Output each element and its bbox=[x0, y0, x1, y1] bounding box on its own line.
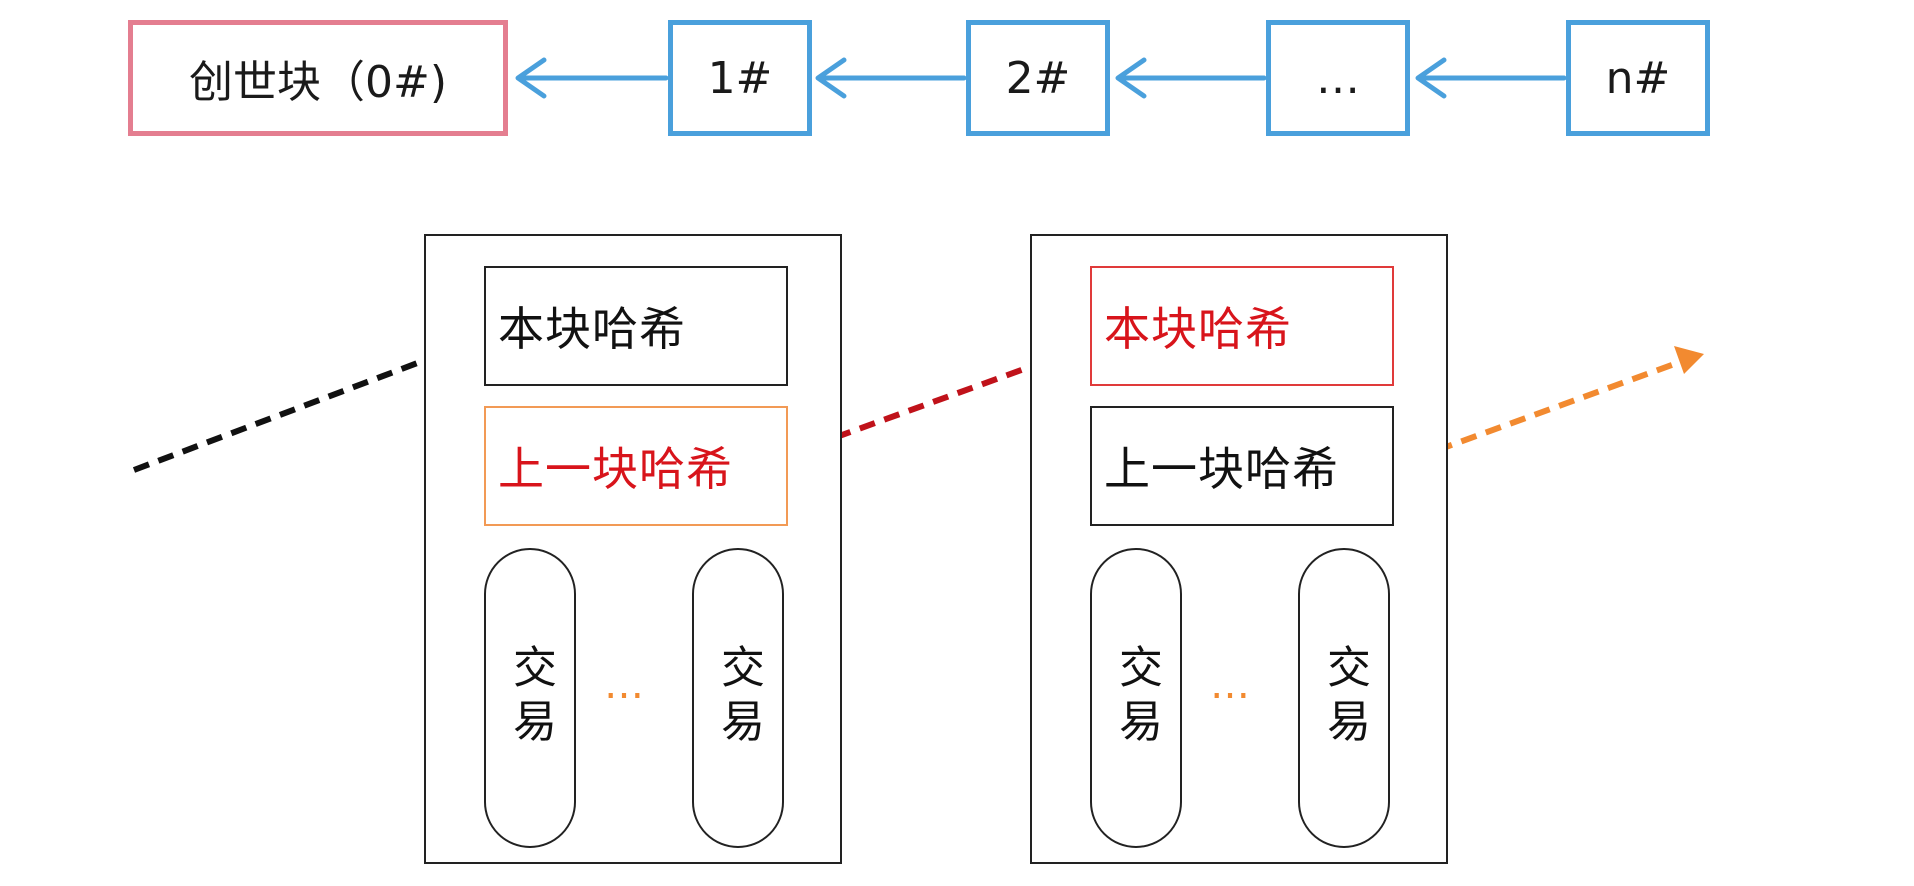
previous-hash-field: 上一块哈希 bbox=[484, 406, 788, 526]
previous-hash-label: 上一块哈希 bbox=[1104, 442, 1339, 496]
transaction-capsule: 交易 bbox=[692, 548, 784, 848]
current-hash-field: 本块哈希 bbox=[484, 266, 788, 386]
transaction-ellipsis: … bbox=[604, 662, 646, 708]
chain-block-ellipsis: … bbox=[1266, 20, 1410, 136]
previous-hash-field: 上一块哈希 bbox=[1090, 406, 1394, 526]
genesis-block: 创世块（0#) bbox=[128, 20, 508, 136]
transaction-label: 交易 bbox=[713, 644, 764, 752]
current-hash-label: 本块哈希 bbox=[1104, 302, 1292, 356]
orange-dashed-link bbox=[1386, 346, 1704, 471]
chain-arrow bbox=[1115, 57, 1267, 99]
transaction-label: 交易 bbox=[1319, 644, 1370, 752]
chain-block-n: n# bbox=[1566, 20, 1710, 136]
black-dashed-link bbox=[132, 340, 458, 473]
transaction-capsule: 交易 bbox=[1298, 548, 1390, 848]
chain-block-2: 2# bbox=[966, 20, 1110, 136]
chain-arrow bbox=[815, 57, 967, 99]
transaction-capsule: 交易 bbox=[1090, 548, 1182, 848]
transaction-label: 交易 bbox=[505, 644, 556, 752]
chain-block-label: 1# bbox=[707, 52, 773, 104]
genesis-block-label: 创世块（0#) bbox=[188, 57, 448, 108]
chain-block-label: 2# bbox=[1005, 52, 1071, 104]
previous-hash-label: 上一块哈希 bbox=[498, 442, 733, 496]
current-hash-label: 本块哈希 bbox=[498, 302, 686, 356]
chain-arrow bbox=[515, 57, 669, 99]
transaction-ellipsis: … bbox=[1210, 662, 1252, 708]
current-hash-field: 本块哈希 bbox=[1090, 266, 1394, 386]
chain-block-label: … bbox=[1316, 52, 1360, 104]
chain-arrow bbox=[1415, 57, 1567, 99]
transaction-label: 交易 bbox=[1111, 644, 1162, 752]
chain-block-1: 1# bbox=[668, 20, 812, 136]
chain-block-label: n# bbox=[1605, 52, 1671, 104]
transaction-capsule: 交易 bbox=[484, 548, 576, 848]
